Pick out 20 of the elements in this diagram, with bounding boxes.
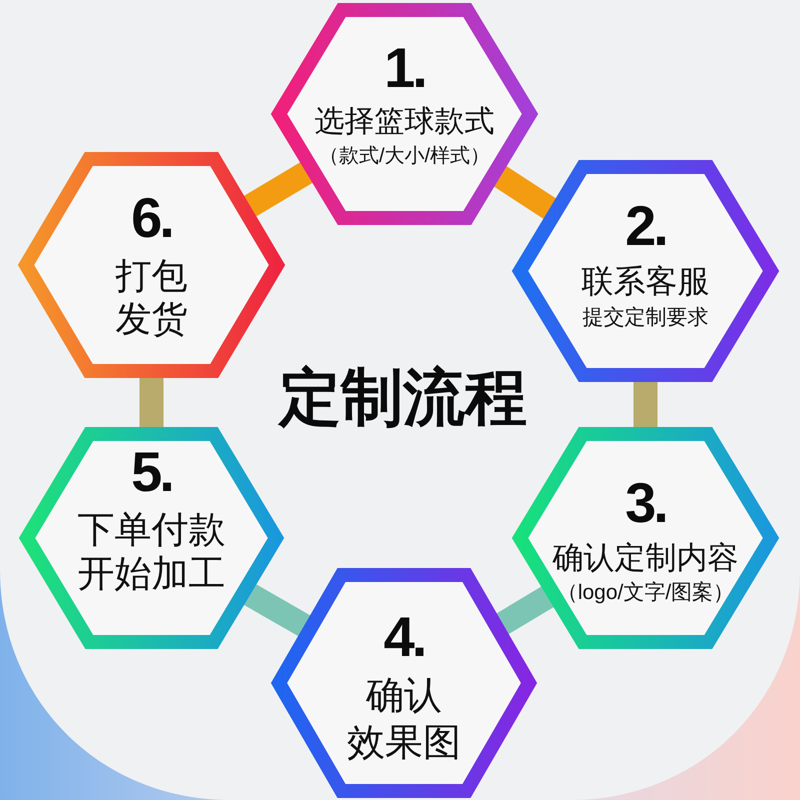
title: 定制流程 xyxy=(279,362,527,434)
step-number: 5. xyxy=(131,444,172,500)
step-text: 打包发货 xyxy=(114,254,188,340)
hexagon-node xyxy=(513,427,778,649)
step-number: 4. xyxy=(384,608,424,665)
hexagon-node xyxy=(20,427,283,649)
step-text: 联系客服 xyxy=(582,262,710,301)
step-note: （款式/大小/样式） xyxy=(318,144,490,168)
step-text: 确认效果图 xyxy=(346,674,462,766)
step-text: 下单付款开始加工 xyxy=(76,508,226,596)
step-number: 2. xyxy=(625,198,666,254)
hexagon-node xyxy=(272,568,536,798)
step-text: 确认定制内容 xyxy=(552,538,738,576)
step-note: （logo/文字/图案） xyxy=(556,580,734,606)
step-number: 3. xyxy=(625,474,666,531)
step-number: 6. xyxy=(131,190,172,246)
step-text: 选择篮球款式 xyxy=(314,104,494,140)
step-note: 提交定制要求 xyxy=(582,304,708,330)
step-number: 1. xyxy=(384,40,425,96)
hexagon-node xyxy=(272,3,537,225)
